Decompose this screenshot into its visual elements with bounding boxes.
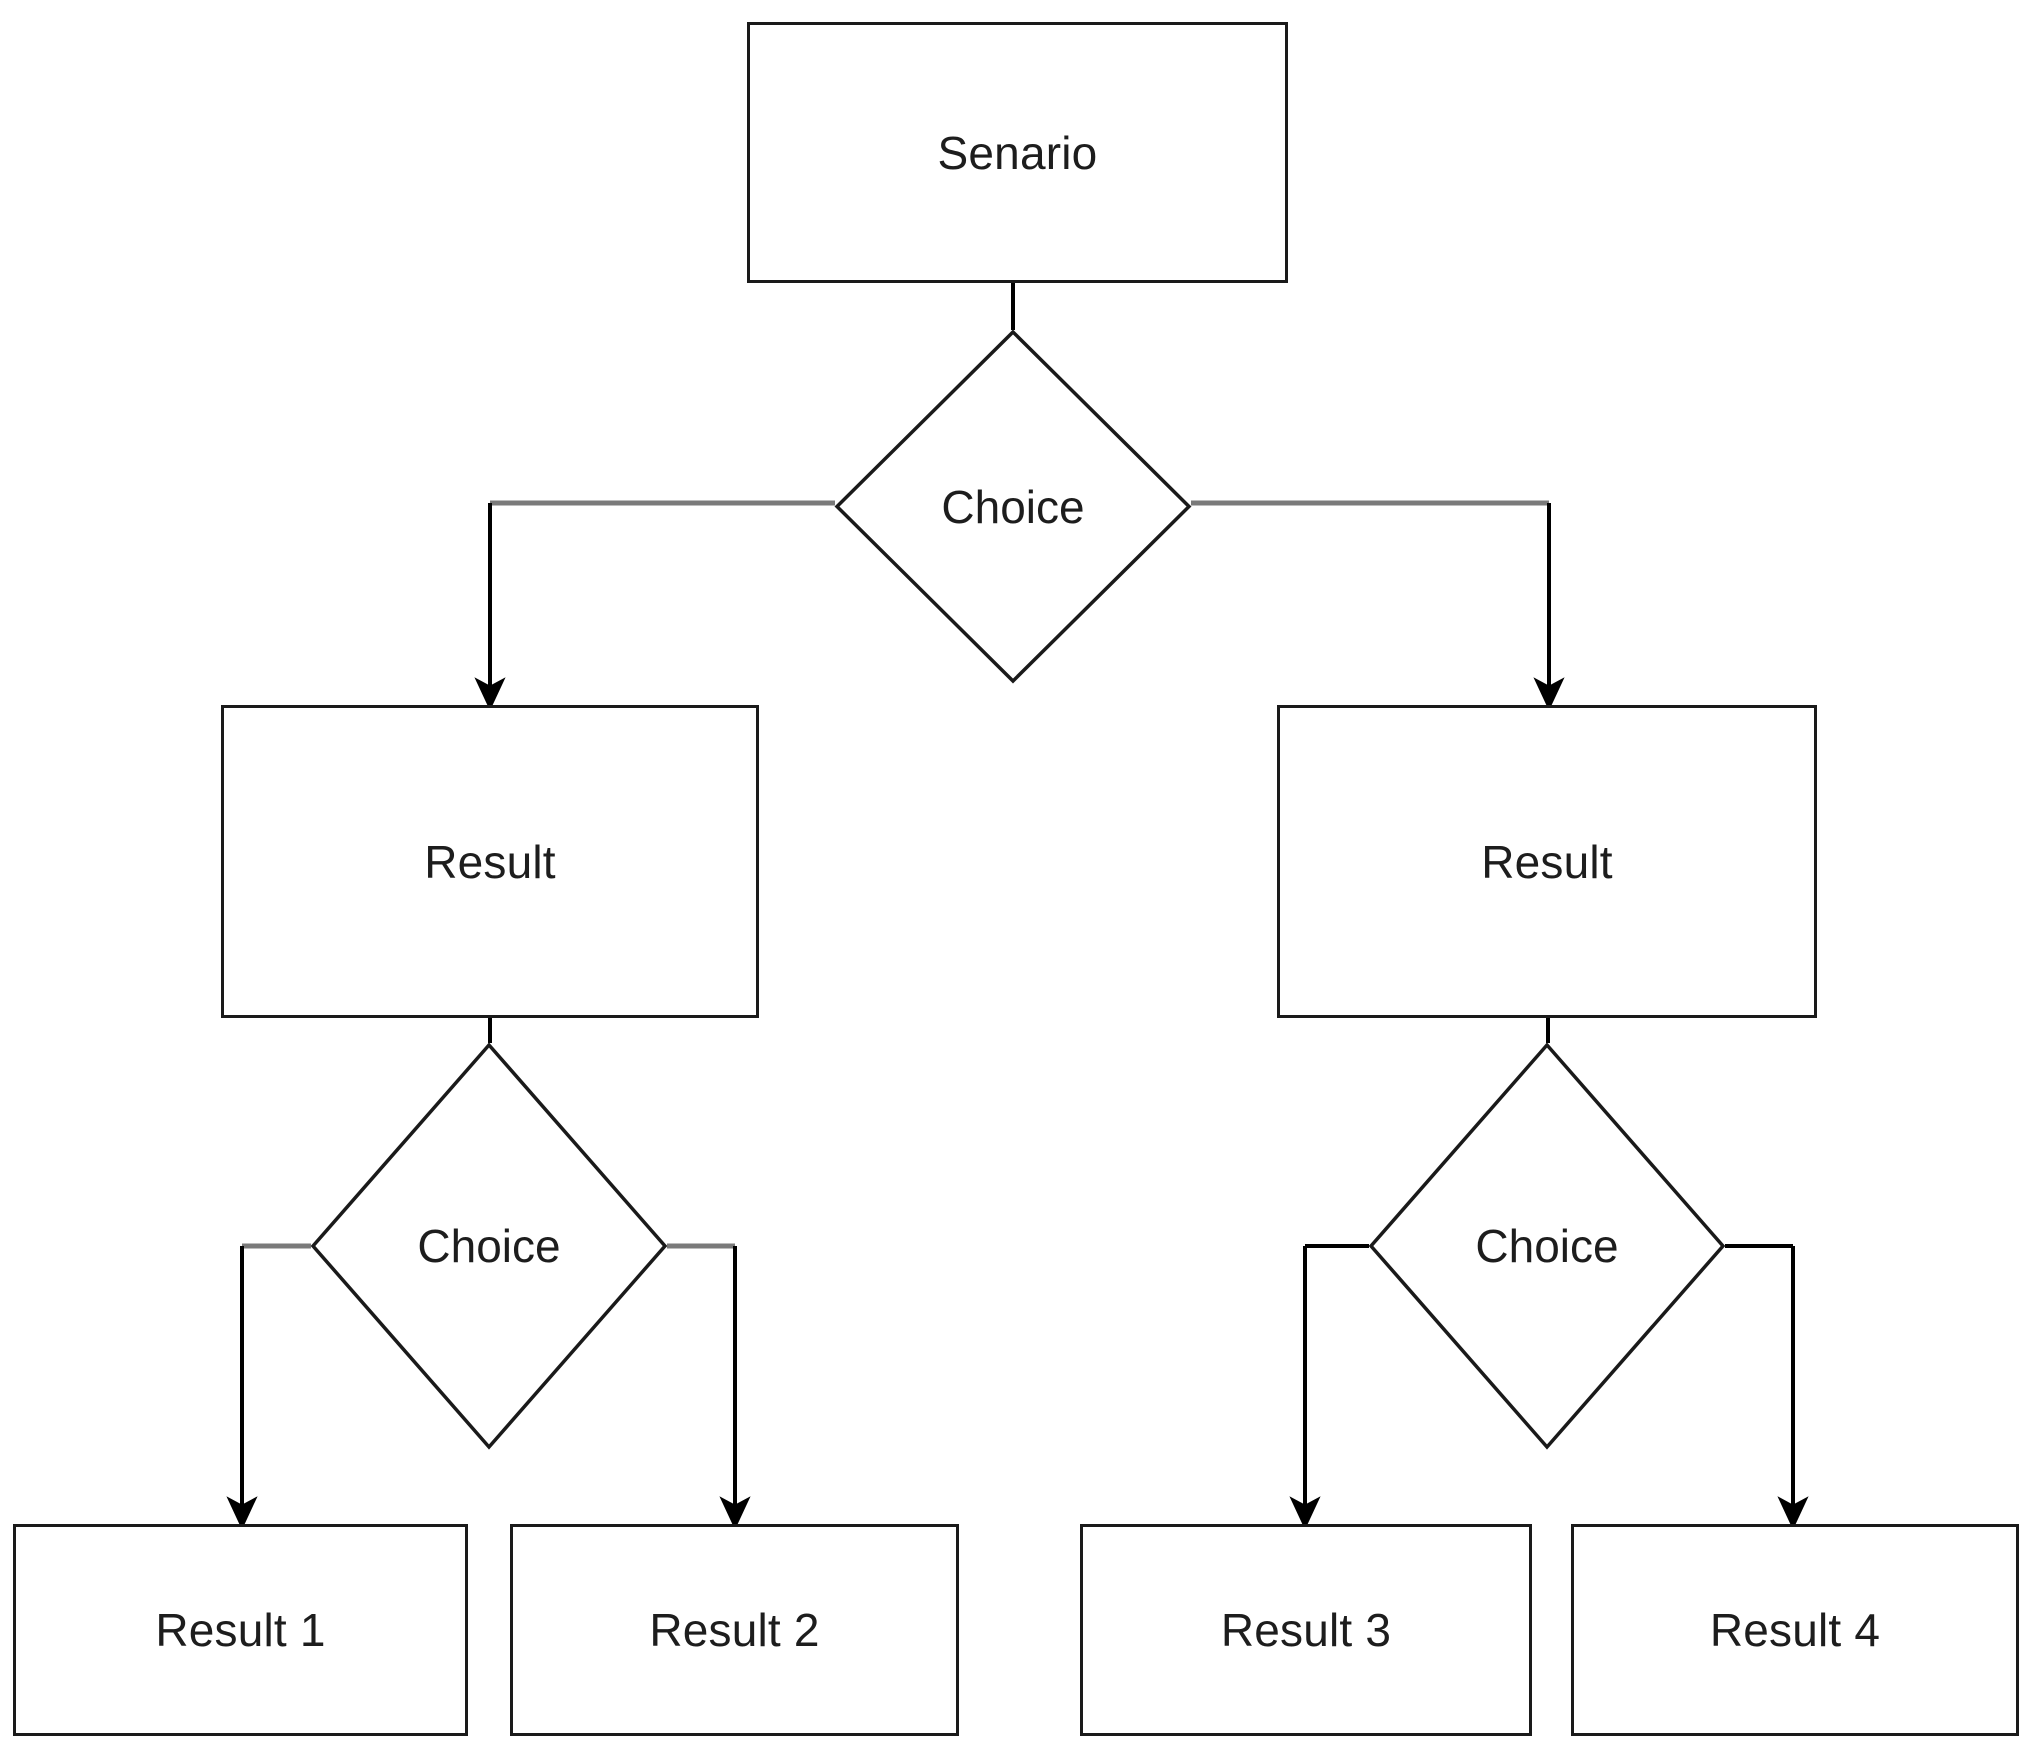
node-result-3[interactable]: Result 3 — [1080, 1524, 1532, 1736]
diamond-shape-icon — [1368, 1042, 1726, 1450]
node-result-right[interactable]: Result — [1277, 705, 1817, 1018]
diamond-shape-icon — [310, 1042, 668, 1450]
node-senario[interactable]: Senario — [747, 22, 1288, 283]
node-result-right-label: Result — [1481, 835, 1613, 888]
node-choice-right[interactable]: Choice — [1368, 1042, 1726, 1450]
node-result-2-label: Result 2 — [649, 1604, 820, 1656]
diamond-shape-icon — [834, 329, 1192, 684]
node-choice-left-label: Choice — [417, 1220, 561, 1272]
node-choice-top-label: Choice — [941, 481, 1085, 533]
node-senario-label: Senario — [937, 126, 1098, 179]
node-result-4[interactable]: Result 4 — [1571, 1524, 2019, 1736]
node-result-left[interactable]: Result — [221, 705, 759, 1018]
node-choice-left[interactable]: Choice — [310, 1042, 668, 1450]
node-choice-right-label: Choice — [1475, 1220, 1619, 1272]
node-result-left-label: Result — [424, 835, 556, 888]
node-result-2[interactable]: Result 2 — [510, 1524, 959, 1736]
node-choice-top[interactable]: Choice — [834, 329, 1192, 684]
node-result-3-label: Result 3 — [1220, 1604, 1392, 1656]
node-result-4-label: Result 4 — [1709, 1604, 1881, 1656]
node-result-1-label: Result 1 — [155, 1604, 326, 1656]
node-result-1[interactable]: Result 1 — [13, 1524, 468, 1736]
